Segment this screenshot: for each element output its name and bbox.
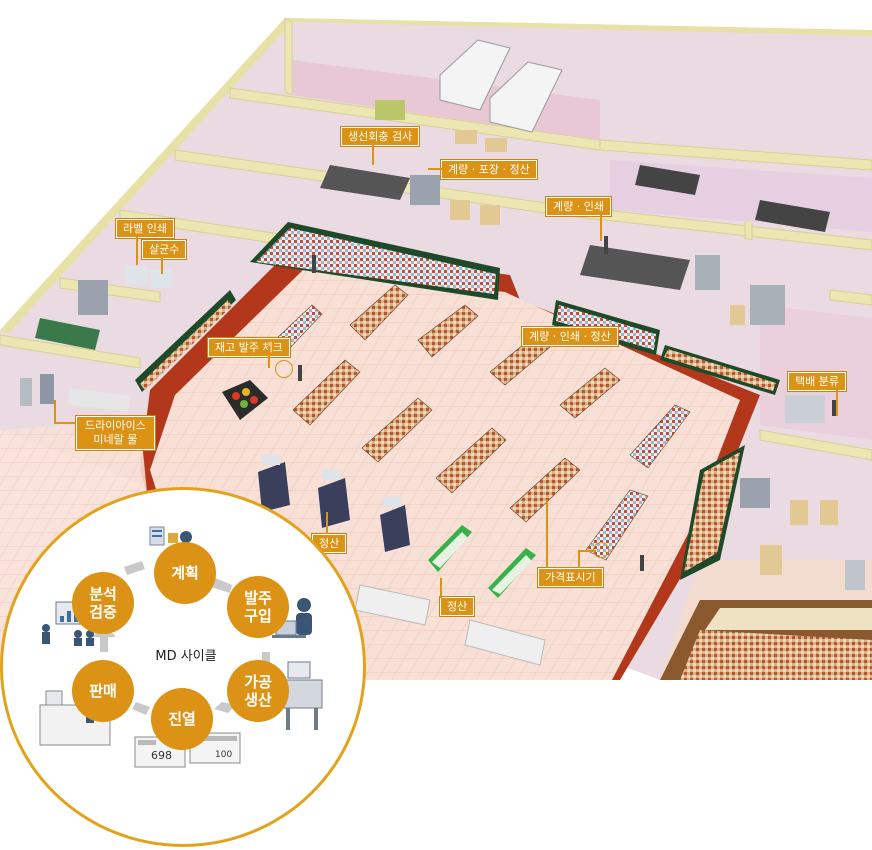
back-room-equipment xyxy=(20,39,865,622)
leader-line xyxy=(546,500,548,568)
leader-line xyxy=(161,258,163,274)
highlight-ring xyxy=(275,360,293,378)
md-cycle-graphics: 698 100 xyxy=(39,526,323,768)
cycle-node-process: 가공 생산 xyxy=(227,660,289,722)
leader-line xyxy=(136,237,138,265)
leader-line xyxy=(372,145,374,165)
gondola-shelves xyxy=(274,284,691,561)
cycle-node-sales: 판매 xyxy=(72,660,134,722)
cycle-node-analysis: 분석 검증 xyxy=(72,572,134,634)
arrow-analysis-to-plan xyxy=(124,561,145,575)
label-dry-ice-line2: 미네랄 물 xyxy=(93,433,138,446)
leader-line xyxy=(578,550,596,552)
leader-line xyxy=(578,550,580,568)
label-weigh-print-top: 계량 · 인쇄 xyxy=(546,197,611,216)
shoppers xyxy=(298,236,836,571)
building-outer-wall xyxy=(0,18,292,334)
bakery-counter xyxy=(660,600,872,680)
label-price-display: 가격표시기 xyxy=(538,568,603,587)
label-parcel-sort: 택배 분류 xyxy=(788,372,846,391)
cycle-node-display: 진열 xyxy=(151,688,213,750)
label-fresh-inspection: 생선회충 검사 xyxy=(341,127,420,146)
cycle-node-purchase: 발주 구입 xyxy=(227,576,289,638)
label-dry-ice-line1: 드라이아이스 xyxy=(85,419,146,432)
arrow-plan-to-purchase xyxy=(211,577,232,593)
md-cycle-title: MD 사이클 xyxy=(155,649,217,664)
leader-line xyxy=(268,346,270,368)
label-weigh-print-pay: 계량 · 인쇄 · 정산 xyxy=(522,327,618,346)
label-sterile-water: 살균수 xyxy=(142,240,187,259)
label-dry-ice: 드라이아이스 미네랄 물 xyxy=(76,416,155,450)
cycle-node-plan: 계획 xyxy=(154,542,216,604)
leader-line xyxy=(54,422,76,424)
arrow-display-to-sales xyxy=(132,702,150,715)
highlight-ring xyxy=(593,542,609,558)
label-stock-order-check: 재고 발주 체크 xyxy=(208,338,290,357)
leader-line xyxy=(326,512,328,534)
label-checkout-2: 정산 xyxy=(440,597,475,616)
price-tag-value: 698 xyxy=(151,749,172,762)
leader-line xyxy=(600,215,602,241)
leader-line xyxy=(440,578,442,598)
label-weigh-pack-pay: 계량 · 포장 · 정산 xyxy=(441,160,537,179)
leader-line xyxy=(836,390,838,416)
leader-line xyxy=(54,400,56,424)
checkout-counters xyxy=(258,455,546,666)
produce-bins xyxy=(222,380,268,420)
label-label-print: 라벨 인쇄 xyxy=(116,219,174,238)
leader-line xyxy=(428,168,442,170)
price-tag-value-2: 100 xyxy=(215,750,232,760)
